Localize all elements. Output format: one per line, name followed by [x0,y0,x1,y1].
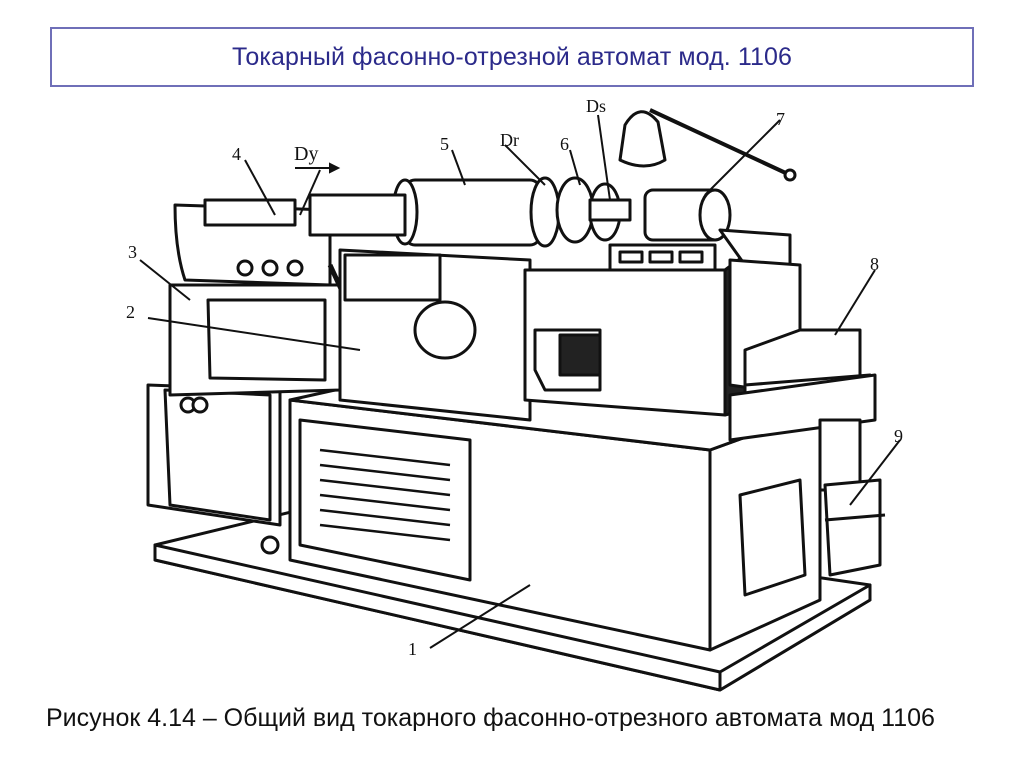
label-1: 1 [408,639,417,659]
figure-caption: Рисунок 4.14 – Общий вид токарного фасон… [46,704,935,732]
label-5: 5 [440,134,449,154]
lathe-illustration: 1 2 3 4 5 6 7 8 9 Dy Dr Ds [126,96,903,692]
label-dy: Dy [294,143,318,165]
label-9: 9 [894,426,903,446]
label-3: 3 [128,242,137,262]
title-box: Токарный фасонно-отрезной автомат мод. 1… [50,27,974,87]
slide-title: Токарный фасонно-отрезной автомат мод. 1… [231,42,793,71]
label-2: 2 [126,302,135,322]
label-6: 6 [560,134,569,154]
machine-drawing: 1 2 3 4 5 6 7 8 9 Dy Dr Ds [110,95,910,700]
label-dr: Dr [500,130,519,150]
label-ds: Ds [586,96,606,116]
label-4: 4 [232,144,241,164]
label-7: 7 [776,109,785,129]
label-8: 8 [870,254,879,274]
